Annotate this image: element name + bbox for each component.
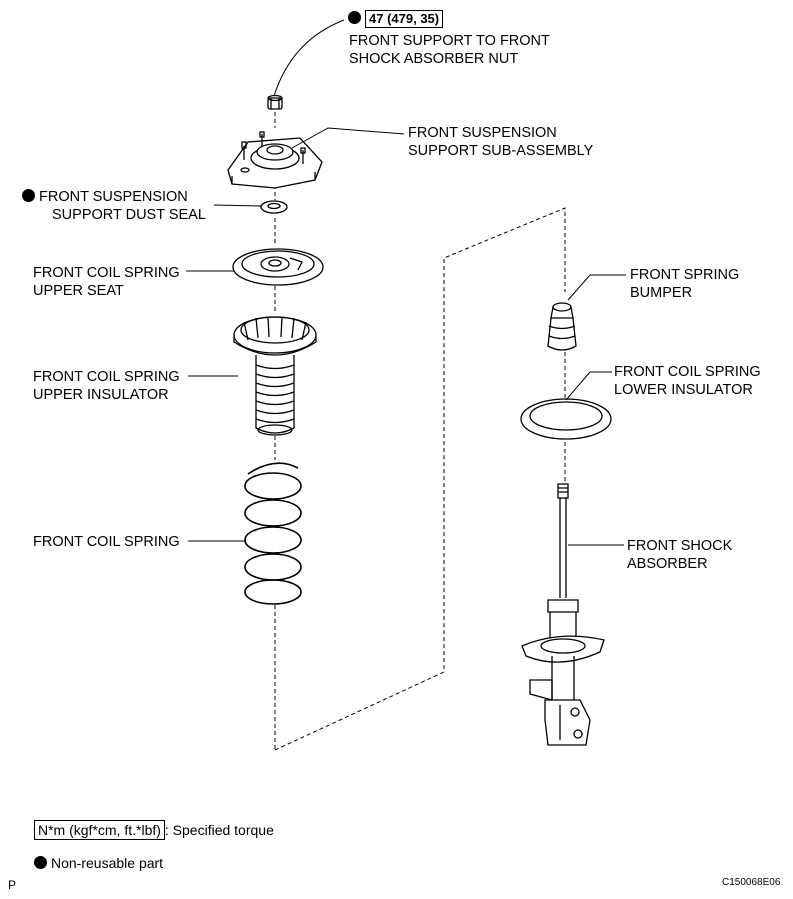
- non-reusable-dot-icon: [348, 11, 361, 24]
- label-nut-line1: FRONT SUPPORT TO FRONT: [349, 33, 550, 49]
- label-dust-seal-line2: SUPPORT DUST SEAL: [52, 207, 206, 223]
- legend-torque-unit: N*m (kgf*cm, ft.*lbf): [34, 820, 165, 840]
- coil-spring-drawing: [244, 462, 302, 605]
- assembly-dashed-lines: [274, 112, 566, 751]
- label-support-sub-assembly: FRONT SUSPENSION SUPPORT SUB-ASSEMBLY: [408, 124, 593, 160]
- label-bumper-line2: BUMPER: [630, 285, 693, 301]
- upper-seat-drawing: [232, 248, 324, 286]
- torque-callout: 47 (479, 35): [348, 10, 444, 28]
- label-coil-spring: FRONT COIL SPRING: [33, 533, 180, 551]
- label-upper-insulator-line2: UPPER INSULATOR: [33, 387, 169, 403]
- legend-torque: N*m (kgf*cm, ft.*lbf): Specified torque: [34, 820, 274, 840]
- label-upper-insulator: FRONT COIL SPRING UPPER INSULATOR: [33, 368, 180, 404]
- shock-absorber-drawing: [521, 483, 605, 746]
- dust-seal-drawing: [260, 200, 288, 214]
- figure-code: C150068E06: [722, 877, 781, 888]
- label-upper-seat-line2: UPPER SEAT: [33, 283, 124, 299]
- label-support-sub-line1: FRONT SUSPENSION: [408, 125, 557, 141]
- label-upper-seat: FRONT COIL SPRING UPPER SEAT: [33, 264, 180, 300]
- non-reusable-dot-icon: [34, 856, 47, 869]
- label-support-sub-line2: SUPPORT SUB-ASSEMBLY: [408, 143, 594, 159]
- torque-value-box: 47 (479, 35): [365, 10, 444, 28]
- legend-nonreusable-text: Non-reusable part: [51, 855, 164, 871]
- label-spring-bumper: FRONT SPRING BUMPER: [630, 266, 739, 302]
- label-bumper-line1: FRONT SPRING: [630, 267, 740, 283]
- label-nut-line2: SHOCK ABSORBER NUT: [349, 51, 519, 67]
- label-shock-line1: FRONT SHOCK: [627, 538, 733, 554]
- footer-left: P: [8, 878, 17, 892]
- spring-bumper-drawing: [547, 302, 577, 351]
- label-lower-insulator-line1: FRONT COIL SPRING: [614, 364, 761, 380]
- legend-torque-text: : Specified torque: [164, 822, 274, 838]
- upper-insulator-drawing: [233, 316, 317, 436]
- label-dust-seal-line1: FRONT SUSPENSION: [22, 188, 206, 206]
- label-shock-line2: ABSORBER: [627, 556, 708, 572]
- nut-drawing: [267, 94, 283, 110]
- label-lower-insulator-line2: LOWER INSULATOR: [614, 382, 753, 398]
- label-upper-insulator-line1: FRONT COIL SPRING: [33, 369, 180, 385]
- non-reusable-dot-icon: [22, 189, 35, 202]
- label-upper-seat-line1: FRONT COIL SPRING: [33, 265, 180, 281]
- label-shock-absorber: FRONT SHOCK ABSORBER: [627, 537, 732, 573]
- lower-insulator-drawing: [520, 398, 612, 440]
- support-sub-assembly-drawing: [227, 131, 323, 189]
- label-dust-seal: FRONT SUSPENSION SUPPORT DUST SEAL: [22, 188, 206, 224]
- leader-lines: [186, 19, 626, 546]
- legend-nonreusable: Non-reusable part: [34, 854, 163, 872]
- label-lower-insulator: FRONT COIL SPRING LOWER INSULATOR: [614, 363, 761, 399]
- label-coil-spring-line1: FRONT COIL SPRING: [33, 534, 180, 550]
- label-nut: FRONT SUPPORT TO FRONT SHOCK ABSORBER NU…: [349, 32, 550, 68]
